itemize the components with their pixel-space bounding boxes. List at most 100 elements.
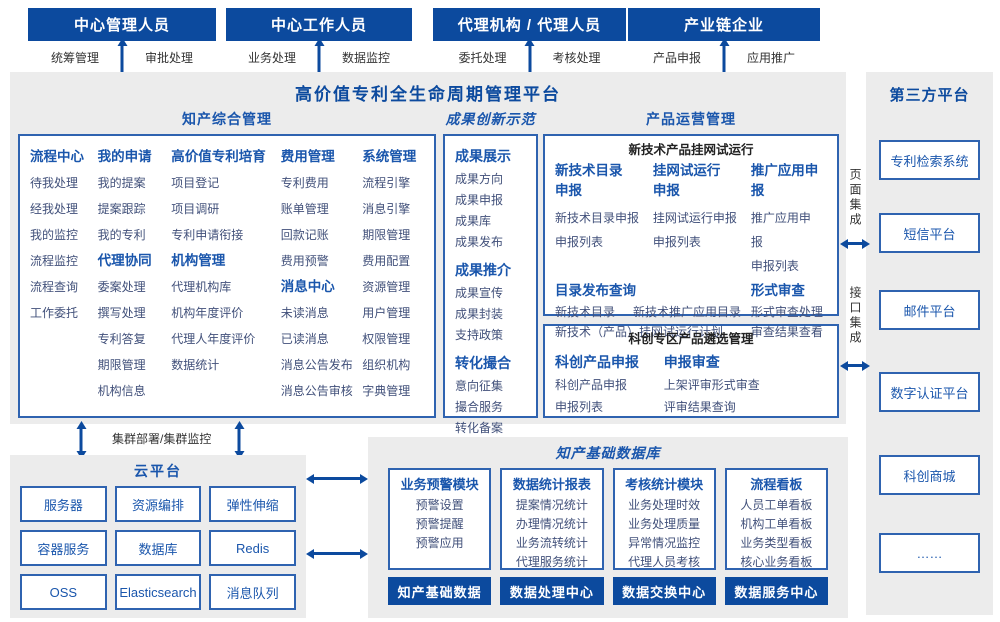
group-item: 成果申报	[455, 193, 504, 207]
group-item: 核心业务看板	[740, 555, 813, 569]
module-group: 代理协同 委案处理撰写处理专利答复期限管理机构信息	[98, 248, 172, 404]
database-module: 数据统计报表 提案情况统计办理情况统计业务流转统计代理服务统计	[500, 468, 604, 570]
group-item: 支持政策	[455, 328, 504, 342]
actor-title: 代理机构 / 代理人员	[433, 8, 626, 41]
trial-row-2: 目录发布查询 新技术目录 新技术推广应用目录 新技术（产品）挂网试运行计划 形式…	[555, 280, 827, 342]
group-item: 成果发布	[455, 235, 504, 249]
group-item: 专利答复	[97, 332, 146, 346]
cloud-service-box: 消息队列	[209, 574, 296, 610]
module-group: 成果推介 成果宣传成果封装支持政策	[455, 258, 536, 346]
achievements-box: 成果展示 成果方向成果申报成果库成果发布 成果推介 成果宣传成果封装支持政策 转…	[443, 134, 538, 435]
group-item: 推广应用申报	[750, 211, 811, 249]
cloud-service-box: 数据库	[114, 530, 202, 566]
actor-labels: 委托处理 考核处理	[433, 49, 626, 66]
sync-arrow-icon	[313, 552, 361, 555]
cluster-label: 集群部署/集群监控	[112, 432, 212, 446]
module-group: 申报审查 上架评审形式审查 评审结果查询	[664, 350, 800, 418]
double-arrow-vertical-icon	[722, 45, 726, 75]
database-footer-box: 数据服务中心	[724, 577, 828, 605]
group-item: 代理机构库	[171, 280, 232, 294]
actor-labels: 业务处理 数据监控	[226, 49, 412, 66]
group-item: 我的专利	[97, 228, 146, 242]
group-item: 业务流转统计	[515, 536, 588, 550]
database-footer-box: 数据处理中心	[500, 577, 604, 605]
actor-card: 中心工作人员 业务处理 数据监控	[226, 8, 412, 75]
group-heading: 形式审查	[750, 283, 805, 298]
section-title: 产品运营管理	[646, 111, 736, 127]
group-item: 新技术（产品）挂网试运行计划	[555, 325, 724, 339]
module-group: 目录发布查询 新技术目录 新技术推广应用目录 新技术（产品）挂网试运行计划	[555, 280, 751, 342]
group-item: 未读消息	[280, 306, 329, 320]
actor-label: 应用推广	[747, 51, 796, 65]
group-item: 项目登记	[171, 176, 220, 190]
actor-label: 考核处理	[552, 51, 601, 65]
group-item: 流程查询	[30, 280, 79, 294]
third-party-box: 数字认证平台	[879, 372, 980, 412]
group-item: 转化备案	[455, 421, 504, 435]
third-party-box: 邮件平台	[879, 290, 980, 330]
group-item: 消息公告审核	[280, 384, 353, 398]
group-item: 代理人员考核	[628, 555, 701, 569]
group-item: 撮合服务	[455, 400, 504, 414]
section-title: 成果创新示范	[445, 111, 536, 127]
group-heading: 业务预警模块	[400, 477, 479, 492]
cloud-service-box: 弹性伸缩	[209, 486, 296, 522]
third-party-box: 科创商城	[879, 455, 980, 495]
group-item: 挂网试运行申报	[652, 211, 737, 225]
group-heading: 流程中心	[30, 149, 84, 164]
cloud-title: 云平台	[134, 463, 182, 479]
group-heading: 转化撮合	[455, 355, 511, 371]
actor-labels: 统筹管理 审批处理	[28, 49, 216, 66]
group-item: 申报列表	[750, 259, 799, 273]
group-item: 组织机构	[362, 358, 411, 372]
actor-title: 中心管理人员	[28, 8, 216, 41]
third-party-box: 专利检索系统	[879, 140, 980, 180]
group-item: 代理人年度评价	[171, 332, 256, 346]
actor-card: 中心管理人员 统筹管理 审批处理	[28, 8, 216, 75]
module-column: 费用管理 专利费用账单管理回款记账费用预警 消息中心 未读消息已读消息消息公告发…	[281, 144, 363, 416]
group-item: 预警设置	[415, 498, 464, 512]
group-item: 用户管理	[362, 306, 411, 320]
third-party-title: 第三方平台	[889, 87, 970, 104]
group-heading: 新技术目录 申报	[555, 163, 623, 198]
section-title: 知产综合管理	[182, 111, 272, 127]
group-item: 提案跟踪	[97, 202, 146, 216]
group-item: 形式审查处理	[750, 305, 823, 319]
group-item: 专利申请衔接	[171, 228, 244, 242]
module-group: 推广应用申报 推广应用申报 申报列表	[751, 161, 827, 278]
trial-row-1: 新技术目录 申报 新技术目录申报 申报列表 挂网试运行 申报 挂网试运行申报 申…	[555, 161, 827, 278]
group-item: 消息引擎	[362, 202, 411, 216]
group-heading: 推广应用申报	[750, 163, 819, 198]
group-item: 我的监控	[30, 228, 79, 242]
group-heading: 消息中心	[280, 279, 335, 294]
actor-label: 委托处理	[458, 51, 507, 65]
double-arrow-vertical-icon	[317, 45, 321, 75]
group-heading: 机构管理	[171, 253, 226, 268]
group-item: 异常情况监控	[628, 536, 701, 550]
cluster-arrow-icon	[79, 428, 83, 452]
group-item: 经我处理	[30, 202, 79, 216]
sync-arrow-icon	[313, 477, 361, 480]
group-heading: 我的申请	[97, 149, 152, 164]
api-integration-arrow-icon	[847, 364, 863, 367]
module-group: 转化撮合 意向征集撮合服务转化备案	[455, 351, 536, 439]
double-arrow-vertical-icon	[120, 45, 124, 75]
group-heading: 科创产品申报	[555, 354, 639, 370]
section-achievements: 成果创新示范 成果展示 成果方向成果申报成果库成果发布 成果推介 成果宣传成果封…	[443, 106, 538, 435]
group-item: 费用预警	[280, 254, 329, 268]
group-item: 代理服务统计	[515, 555, 588, 569]
group-item: 已读消息	[280, 332, 329, 346]
third-party-panel: 第三方平台 专利检索系统短信平台邮件平台数字认证平台科创商城 ……	[866, 72, 993, 615]
group-heading: 申报审查	[663, 354, 720, 370]
cloud-service-box: 容器服务	[20, 530, 107, 566]
module-group: 系统管理 流程引擎消息引擎期限管理费用配置资源管理用户管理权限管理组织机构字典管…	[362, 144, 428, 404]
third-party-box: 短信平台	[879, 213, 980, 253]
database-module: 流程看板 人员工单看板机构工单看板业务类型看板核心业务看板	[724, 468, 828, 570]
module-group: 挂网试运行 申报 挂网试运行申报 申报列表	[653, 161, 751, 278]
subsection-title: 科创专区产品遴选管理	[628, 332, 754, 346]
group-item: 期限管理	[97, 358, 146, 372]
third-party-box: ……	[879, 533, 980, 573]
database-panel: 知产基础数据库 业务预警模块 预警设置预警提醒预警应用 数据统计报表 提案情况统…	[368, 437, 848, 618]
group-item: 预警提醒	[415, 517, 464, 531]
